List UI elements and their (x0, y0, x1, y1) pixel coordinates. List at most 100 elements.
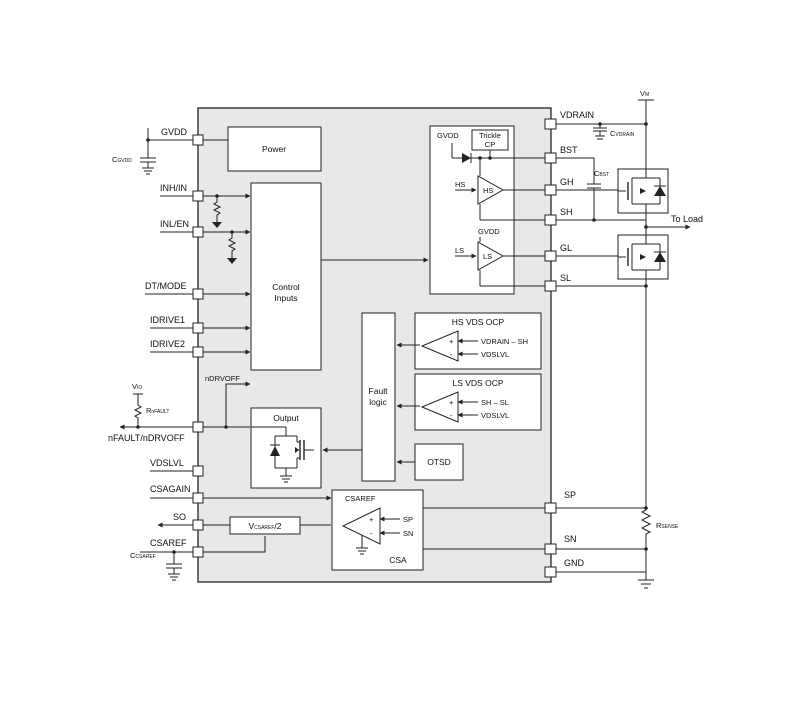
c-vdrain-label: CVDRAIN (610, 129, 635, 138)
driver-ls-in: LS (455, 246, 464, 255)
junction-dot (644, 122, 648, 126)
csa-minus: - (370, 529, 373, 538)
junction-dot (644, 284, 648, 288)
label-inh-in: INH/IN (160, 183, 187, 193)
ls-ocp-plus: + (449, 398, 454, 407)
pin-nfault (192, 421, 204, 433)
c-gvdd-label: CGVDD (112, 155, 132, 164)
otsd-label: OTSD (427, 457, 451, 467)
pin-gvdd (192, 134, 204, 146)
pin-dt-mode (192, 288, 204, 300)
label-dt-mode: DT/MODE (145, 281, 187, 291)
hs-driver-buffer (477, 175, 505, 205)
pin-vdrain (544, 118, 557, 130)
label-idrive2: IDRIVE2 (150, 339, 185, 349)
pin-so (192, 519, 204, 531)
label-vdslvl: VDSLVL (150, 458, 184, 468)
pin-idrive2 (192, 346, 204, 358)
fault-label-1: Fault (369, 386, 389, 396)
label-gl: GL (560, 243, 572, 253)
trickle-label-2: CP (485, 140, 495, 149)
hs-ocp-minus: - (450, 350, 453, 359)
c-csaref-label: CCSAREF (130, 551, 156, 560)
label-sn: SN (564, 534, 577, 544)
csa-sn-label: SN (403, 529, 413, 538)
pin-sl (544, 280, 557, 292)
label-gvdd-pin: GVDD (161, 127, 188, 137)
pin-gnd (544, 566, 557, 578)
control-label-2: Inputs (274, 293, 297, 303)
pin-gl (544, 250, 557, 262)
label-vdrain: VDRAIN (560, 110, 594, 120)
label-sh: SH (560, 207, 573, 217)
label-bst: BST (560, 145, 578, 155)
csa-sp-label: SP (403, 515, 413, 524)
driver-hs-buf: HS (483, 186, 493, 195)
power-block (227, 126, 322, 172)
pin-gh (544, 184, 557, 196)
label-sl: SL (560, 273, 571, 283)
power-label: Power (262, 144, 286, 154)
junction-dot (488, 156, 492, 160)
label-gnd: GND (564, 558, 585, 568)
control-label-1: Control (272, 282, 300, 292)
otsd-block (414, 443, 464, 481)
pin-inh-in (192, 190, 204, 202)
ls-ocp-in1: SH – SL (481, 398, 509, 407)
hs-ocp-in1: VDRAIN – SH (481, 337, 528, 346)
hs-ocp-in2: VDSLVL (481, 350, 509, 359)
ground-symbol (227, 258, 237, 264)
ls-ocp-minus: - (450, 411, 453, 420)
fault-logic-block (361, 312, 396, 482)
output-label: Output (273, 413, 299, 423)
rsense-label: RSENSE (656, 521, 679, 530)
ndrvoff-label: nDRVOFF (205, 374, 240, 383)
pin-csagain (192, 492, 204, 504)
label-sp: SP (564, 490, 576, 500)
hs-ocp-comparator (420, 330, 459, 362)
rnfault-label: RnFAULT (146, 406, 169, 415)
label-inl-en: INL/EN (160, 219, 189, 229)
label-csaref-pin: CSAREF (150, 538, 187, 548)
gate-driver-block (429, 125, 515, 295)
pin-sh (544, 214, 557, 226)
control-inputs-block (250, 182, 322, 371)
ls-ocp-comparator (420, 391, 459, 423)
csa-plus: + (369, 515, 374, 524)
trickle-label-1: Trickle (479, 131, 501, 140)
vcsaref-half-label: VCSAREF/2 (248, 521, 281, 531)
pin-sn (544, 543, 557, 555)
label-nfault: nFAULT/nDRVOFF (108, 433, 185, 443)
junction-dot (146, 138, 150, 142)
label-so: SO (173, 512, 186, 522)
driver-gvdd-top: GVDD (437, 131, 459, 140)
c-bst-label: CBST (594, 169, 609, 178)
pin-idrive1 (192, 322, 204, 334)
to-load-label: To Load (671, 214, 703, 224)
vm-label: VM (640, 89, 649, 98)
driver-gvdd-mid: GVDD (478, 227, 500, 236)
ls-ocp-in2: VDSLVL (481, 411, 509, 420)
hs-ocp-label: HS VDS OCP (452, 317, 505, 327)
fault-label-2: logic (369, 397, 387, 407)
label-csagain: CSAGAIN (150, 484, 191, 494)
ls-driver-buffer (477, 241, 505, 271)
pin-csaref (192, 546, 204, 558)
vcsaref-half-block (229, 516, 301, 535)
pin-vdslvl (192, 465, 204, 477)
csa-ref-label: CSAREF (345, 494, 376, 503)
output-diode (270, 446, 280, 456)
csa-label: CSA (389, 555, 407, 565)
vio-label: VIO (132, 382, 142, 391)
hs-ocp-plus: + (449, 337, 454, 346)
ground-symbol (212, 222, 222, 228)
pin-inl-en (192, 226, 204, 238)
bootstrap-diode (462, 153, 471, 163)
ls-ocp-label: LS VDS OCP (452, 378, 503, 388)
label-gh: GH (560, 177, 574, 187)
pin-bst (544, 152, 557, 164)
driver-hs-in: HS (455, 180, 465, 189)
label-idrive1: IDRIVE1 (150, 315, 185, 325)
pin-sp (544, 502, 557, 514)
